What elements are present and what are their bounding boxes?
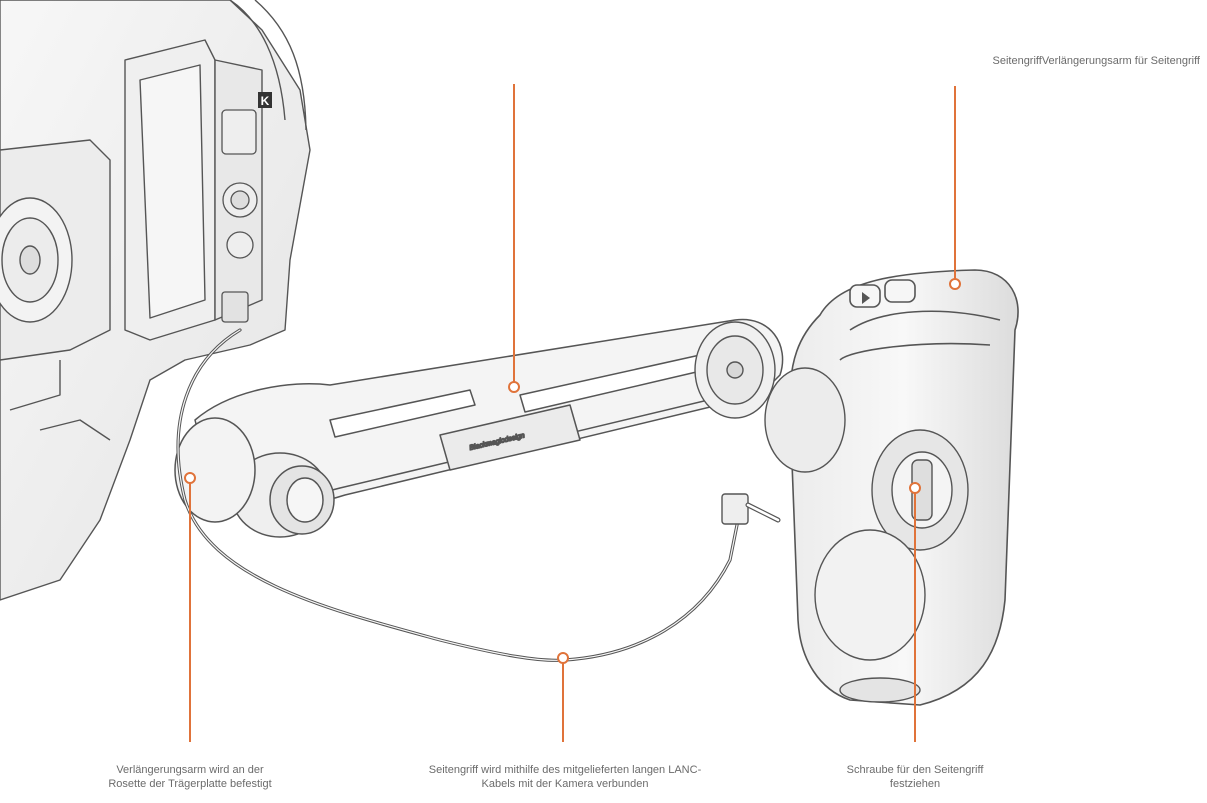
grip-cap: [814, 529, 926, 703]
callout-text: Verlängerungsarm wird an der: [116, 764, 264, 776]
arm-knob: [174, 417, 335, 538]
callout-text: SeitengriffVerlängerungsarm für Seitengr…: [992, 55, 1201, 67]
lanc-cable: [176, 328, 781, 662]
callout-text: Kabels mit der Kamera verbunden: [481, 778, 649, 790]
arm-rosette: [694, 321, 776, 419]
callout-label-arm: Verlängerungsarm wird an der Rosette der…: [60, 763, 320, 791]
camera-plate-rosette: [0, 197, 73, 323]
svg-text:K: K: [261, 94, 270, 108]
callout-leader-arm: [184, 472, 196, 742]
camera-connectors: [221, 109, 258, 323]
callout-leader-screw: [909, 482, 921, 742]
callout-label-grip: SeitengriffVerlängerungsarm für Seitengr…: [890, 54, 1201, 68]
callout-text: festziehen: [889, 778, 941, 790]
callout-leader-lanc: [557, 652, 569, 742]
callout-text: Schraube für den Seitengriff: [846, 764, 984, 776]
callout-text: Seitengriff wird mithilfe des mitgeliefe…: [428, 764, 702, 776]
extension-arm: Blackmagicdesign: [194, 318, 784, 505]
callout-leader-grip: [949, 86, 961, 290]
camera-badge: K: [258, 92, 272, 108]
callout-leader-arm-top: [508, 84, 520, 393]
callout-text: Rosette der Trägerplatte befestigt: [108, 778, 272, 790]
callout-label-screw: Schraube für den Seitengriff festziehen: [790, 763, 1040, 791]
callout-label-lanc: Seitengriff wird mithilfe des mitgeliefe…: [370, 763, 760, 791]
